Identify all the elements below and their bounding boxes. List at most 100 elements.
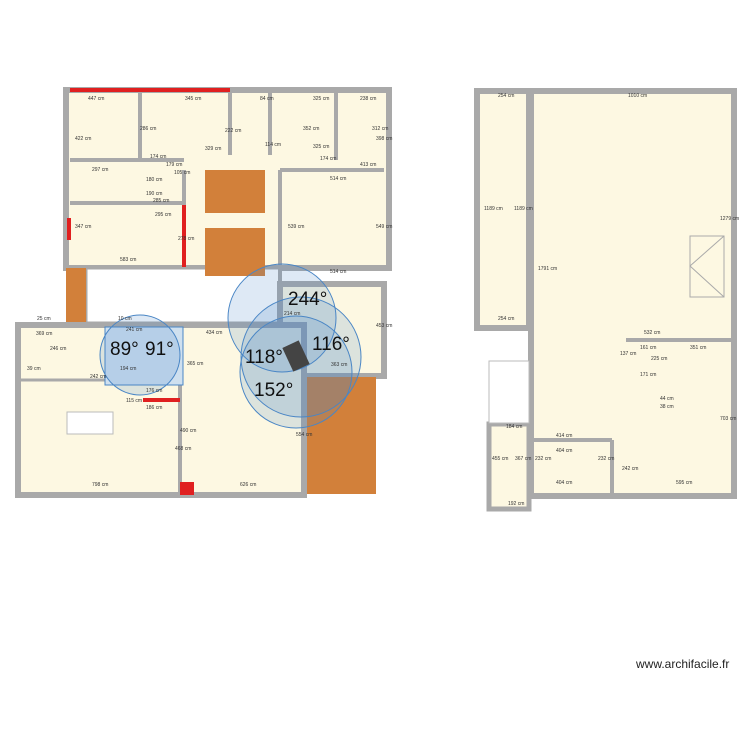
deck-tile [307, 377, 376, 494]
dimension-label: 1189 cm [484, 206, 503, 212]
dimension-label: 413 cm [360, 162, 376, 168]
swing-arc [99, 314, 181, 396]
dimension-label: 626 cm [240, 482, 256, 488]
dimension-label: 447 cm [88, 96, 104, 102]
dimension-label: 798 cm [92, 482, 108, 488]
dimension-label: 398 cm [376, 136, 392, 142]
left-wing [474, 88, 532, 331]
dimension-label: 367 cm [515, 456, 531, 462]
dimension-label: 414 cm [556, 433, 572, 439]
dimension-label: 10 cm [118, 316, 132, 322]
window [180, 482, 194, 495]
dimension-label: 369 cm [36, 331, 52, 337]
angle-labels: 244° 89° 91° 118° 116° 152° [110, 289, 350, 401]
dimension-label: 532 cm [644, 330, 660, 336]
dimension-label: 192 cm [508, 501, 524, 507]
dimension-label: 583 cm [120, 257, 136, 263]
dimension-label: 351 cm [690, 345, 706, 351]
dimension-label: 297 cm [92, 167, 108, 173]
dimension-label: 329 cm [205, 146, 221, 152]
angle-label: 118° [245, 347, 283, 368]
door-arcs [99, 263, 362, 429]
dimension-label: 225 cm [651, 356, 667, 362]
dimension-label: 84 cm [260, 96, 274, 102]
angle-label: 89° [110, 339, 139, 360]
dimension-label: 404 cm [556, 480, 572, 486]
dimension-label: 703 cm [720, 416, 736, 422]
dimension-label: 1791 cm [538, 266, 557, 272]
wooden-deck [66, 170, 376, 494]
dimension-label: 171 cm [640, 372, 656, 378]
dimension-label: 278 cm [178, 236, 194, 242]
right-building [474, 88, 737, 512]
dimension-label: 1189 cm [514, 206, 533, 212]
dimension-label: 254 cm [498, 93, 514, 99]
dimension-label: 194 cm [120, 366, 136, 372]
dimension-label: 232 cm [598, 456, 614, 462]
dimension-label: 254 cm [498, 316, 514, 322]
dimension-label: 345 cm [185, 96, 201, 102]
dimension-label: 179 cm [166, 162, 182, 168]
deck-tile [205, 228, 265, 276]
dimension-label: 363 cm [331, 362, 347, 368]
dimension-label: 434 cm [206, 330, 222, 336]
dimension-label: 39 cm [27, 366, 41, 372]
dimension-label: 214 cm [284, 311, 300, 317]
dimension-label: 180 cm [146, 177, 162, 183]
dimension-label: 514 cm [330, 269, 346, 275]
dimension-label: 347 cm [75, 224, 91, 230]
dimension-label: 222 cm [225, 128, 241, 134]
deck-tile [66, 268, 86, 322]
dimension-label: 105 cm [174, 170, 190, 176]
angle-label: 116° [312, 334, 350, 355]
dimension-label: 238 cm [360, 96, 376, 102]
dimension-labels: 447 cm 345 cm 325 cm 238 cm 84 cm 422 cm 286 c… [27, 93, 739, 507]
dimension-label: 312 cm [372, 126, 388, 132]
dimension-label: 25 cm [37, 316, 51, 322]
dimension-label: 1010 cm [628, 93, 647, 99]
dimension-label: 325 cm [313, 144, 329, 150]
dimension-label: 137 cm [620, 351, 636, 357]
dimension-label: 114 cm [265, 142, 281, 148]
dimension-label: 186 cm [146, 405, 162, 411]
dimension-label: 595 cm [676, 480, 692, 486]
stair-block [282, 340, 310, 372]
deck-tile [205, 170, 265, 213]
dimension-label: 453 cm [376, 323, 392, 329]
stairs [488, 360, 530, 424]
dimension-label: 190 cm [146, 191, 162, 197]
kitchen-island [66, 411, 114, 435]
dimension-label: 352 cm [303, 126, 319, 132]
dimension-label: 174 cm [150, 154, 166, 160]
dimension-label: 44 cm [660, 396, 674, 402]
window [67, 218, 71, 240]
dimension-label: 38 cm [660, 404, 674, 410]
dimension-label: 554 cm [296, 432, 312, 438]
dimension-label: 174 cm [320, 156, 336, 162]
stairs [104, 326, 184, 386]
dimension-label: 242 cm [622, 466, 638, 472]
dimension-label: 176 cm [146, 388, 162, 394]
dimension-label: 404 cm [556, 448, 572, 454]
window [70, 88, 230, 92]
dimension-label: 184 cm [506, 424, 522, 430]
dimension-label: 422 cm [75, 136, 91, 142]
window [182, 205, 186, 267]
watermark: www.archifacile.fr [636, 657, 730, 671]
dimension-label: 246 cm [50, 346, 66, 352]
main-hall [528, 88, 737, 499]
dimension-label: 549 cm [376, 224, 392, 230]
dimension-label: 514 cm [330, 176, 346, 182]
left-lower-walls [15, 322, 307, 498]
left-building [15, 87, 392, 498]
dimension-label: 468 cm [175, 446, 191, 452]
dimension-label: 295 cm [155, 212, 171, 218]
small-room [486, 421, 532, 512]
dimension-label: 325 cm [313, 96, 329, 102]
dimension-label: 285 cm [153, 198, 169, 204]
dimension-label: 1279 cm [720, 216, 739, 222]
dimension-label: 286 cm [140, 126, 156, 132]
swing-arc [239, 315, 353, 429]
window [143, 398, 180, 402]
